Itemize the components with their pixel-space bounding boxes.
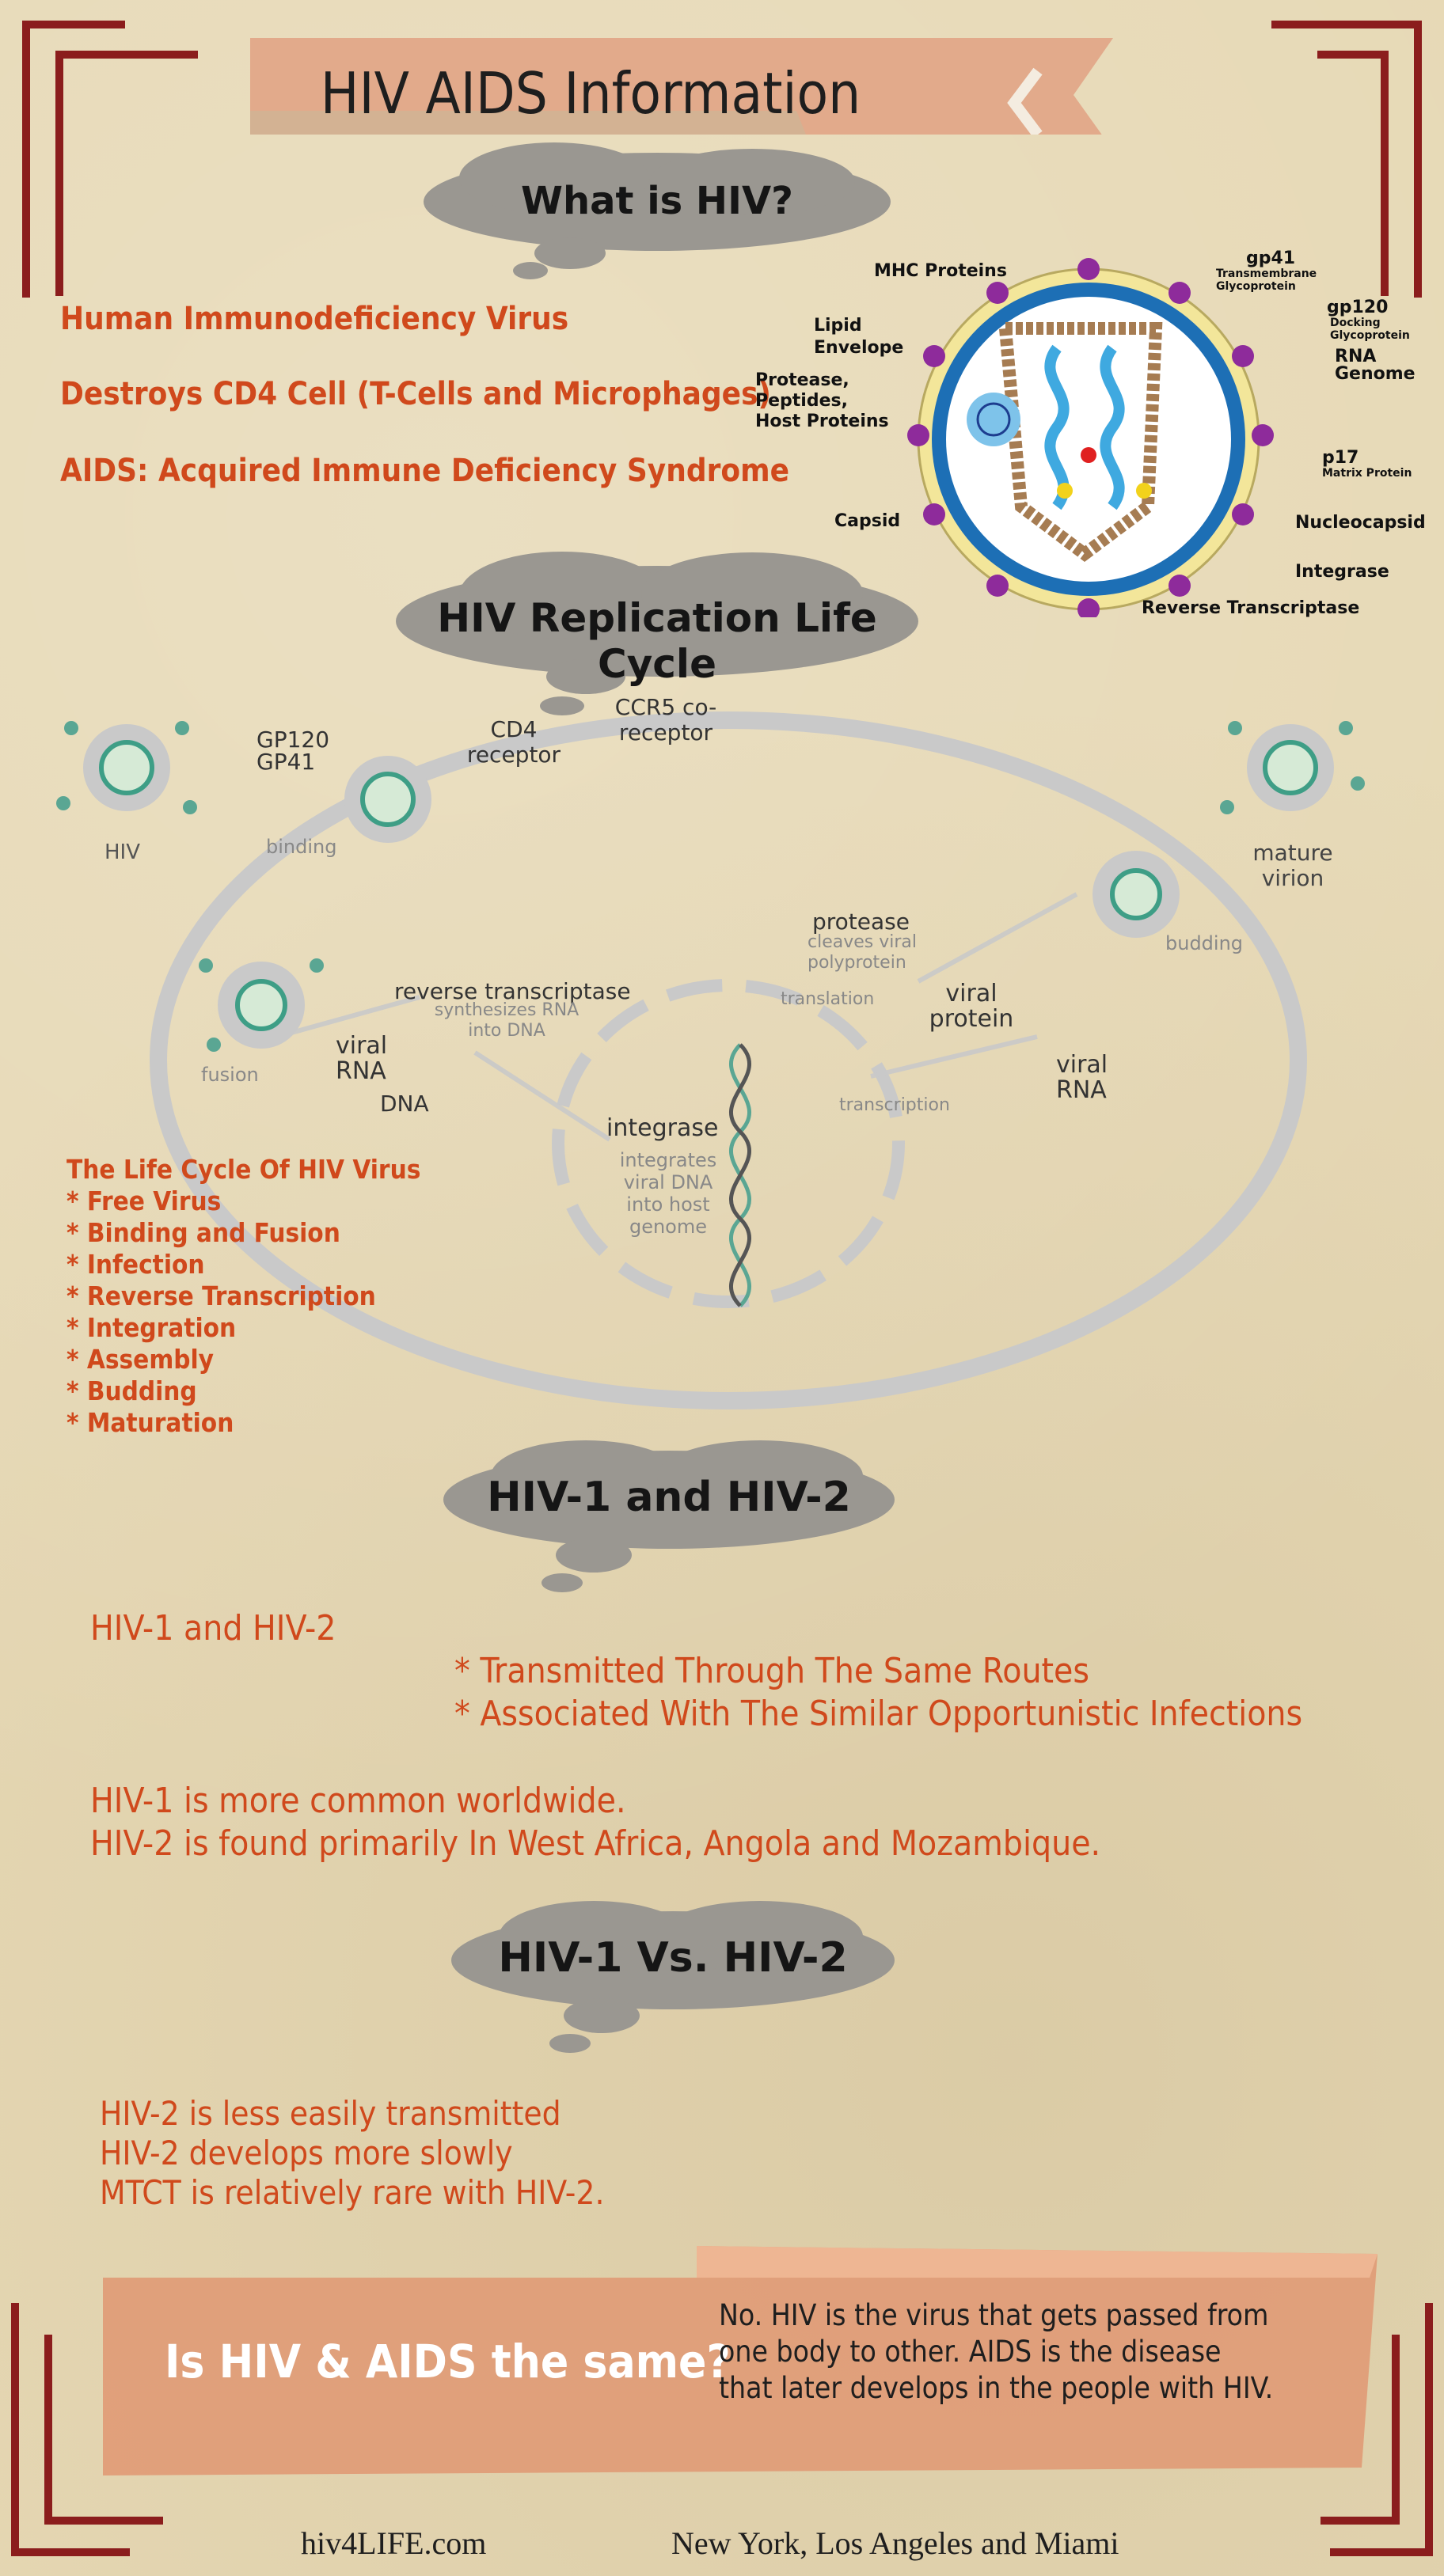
versus-line: MTCT is relatively rare with HIV-2.	[100, 2173, 605, 2212]
bottom-banner	[103, 2246, 1378, 2475]
label-integrase: Integrase	[1295, 562, 1389, 582]
question-same: Is HIV & AIDS the same?	[165, 2335, 731, 2388]
frame-corner-bottom-left-outer	[11, 2303, 130, 2556]
hiv12-point: * Transmitted Through The Same Routes	[454, 1651, 1090, 1691]
label-mhc-proteins: MHC Proteins	[874, 261, 1007, 281]
label-gp120-sub: Docking Glycoprotein	[1330, 317, 1410, 342]
label-viral-rna-right: viral RNA	[1056, 1051, 1108, 1104]
label-rna-genome: RNA Genome	[1335, 347, 1416, 384]
label-gp41-sub: Transmembrane Glycoprotein	[1216, 267, 1317, 293]
label-ccr5: CCR5 co-receptor	[614, 694, 717, 745]
cloud-replication	[396, 552, 918, 715]
title-ribbon-shape	[250, 38, 1113, 135]
cycle-title: The Life Cycle Of HIV Virus	[66, 1154, 421, 1185]
label-binding: binding	[266, 836, 337, 858]
cloud-what-is-hiv	[424, 142, 891, 279]
hiv12-fact: HIV-1 is more common worldwide.	[90, 1781, 626, 1821]
cycle-item: * Integration	[66, 1312, 237, 1343]
label-transcription: transcription	[839, 1095, 950, 1115]
heading-hiv12: HIV-1 and HIV-2	[487, 1474, 851, 1521]
answer-line: one body to other. AIDS is the disease	[719, 2335, 1222, 2369]
label-cd4-receptor: CD4 receptor	[466, 716, 561, 768]
hiv12-subtitle: HIV-1 and HIV-2	[90, 1608, 336, 1648]
label-reverse-transcriptase: Reverse Transcriptase	[1142, 598, 1360, 618]
label-protease-peptides: Protease, Peptides, Host Proteins	[755, 370, 889, 431]
replication-cycle-diagram	[56, 711, 1365, 1409]
frame-corner-top-right-inner	[1317, 51, 1389, 296]
label-integrase-cycle: integrase	[606, 1114, 719, 1142]
cycle-item: * Assembly	[66, 1344, 215, 1375]
label-protease-sub: cleaves viral polyprotein	[808, 932, 918, 973]
hiv12-fact: HIV-2 is found primarily In West Africa,…	[90, 1823, 1101, 1864]
label-rt-sub: synthesizes RNA into DNA	[434, 1000, 580, 1041]
heading-versus: HIV-1 Vs. HIV-2	[498, 1934, 848, 1982]
cloud-hiv12	[443, 1440, 895, 1592]
label-dna: DNA	[380, 1091, 429, 1117]
frame-corner-top-left-outer	[22, 21, 125, 298]
frame-corner-bottom-right-inner	[1320, 2335, 1400, 2525]
label-gp120: gp120	[1327, 298, 1389, 317]
label-p17: p17	[1322, 448, 1359, 468]
answer-line: No. HIV is the virus that gets passed fr…	[719, 2298, 1269, 2332]
cycle-item: * Free Virus	[66, 1186, 222, 1216]
hiv-virion-diagram	[907, 258, 1274, 617]
label-protease: protease	[812, 909, 910, 935]
label-lipid-envelope: Lipid Envelope	[814, 316, 904, 358]
label-p17-sub: Matrix Protein	[1322, 467, 1412, 480]
answer-line: that later develops in the people with H…	[719, 2371, 1274, 2405]
versus-line: HIV-2 is less easily transmitted	[100, 2094, 561, 2133]
title-banner: HIV AIDS Information	[242, 32, 1113, 135]
cycle-item: * Budding	[66, 1375, 197, 1406]
footer-site: hiv4LIFE.com	[301, 2525, 487, 2561]
label-gp41-cycle: GP41	[256, 749, 316, 775]
label-capsid: Capsid	[834, 511, 901, 531]
label-fusion: fusion	[201, 1064, 259, 1086]
what-line-3: AIDS: Acquired Immune Deficiency Syndrom…	[60, 453, 789, 489]
frame-corner-bottom-left-inner	[44, 2335, 163, 2525]
cycle-item: * Infection	[66, 1249, 205, 1280]
footer-locations: New York, Los Angeles and Miami	[671, 2525, 1119, 2561]
label-reverse-transcriptase-cycle: reverse transcriptase	[394, 978, 631, 1004]
label-integrase-sub: integrates viral DNA into host genome	[619, 1149, 717, 1238]
label-translation: translation	[781, 989, 875, 1009]
cloud-versus	[451, 1901, 895, 2053]
hiv12-point: * Associated With The Similar Opportunis…	[454, 1694, 1303, 1734]
label-gp120-cycle: GP120	[256, 727, 330, 753]
label-nucleocapsid: Nucleocapsid	[1295, 513, 1426, 533]
versus-line: HIV-2 develops more slowly	[100, 2134, 513, 2172]
cycle-item: * Reverse Transcription	[66, 1280, 376, 1311]
label-gp41: gp41	[1246, 248, 1296, 268]
frame-corner-top-right-outer	[1271, 21, 1422, 298]
frame-corner-bottom-right-outer	[1330, 2303, 1433, 2556]
cycle-item: * Maturation	[66, 1407, 234, 1438]
frame-corner-top-left-inner	[55, 51, 198, 296]
label-viral-protein: viral protein	[929, 980, 1014, 1033]
label-viral-rna-left: viral RNA	[336, 1032, 388, 1085]
page-title: HIV AIDS Information	[320, 60, 861, 127]
label-mature-virion: mature virion	[1252, 840, 1333, 891]
label-budding: budding	[1165, 932, 1244, 954]
heading-what-is-hiv: What is HIV?	[521, 179, 793, 223]
heading-replication: HIV Replication Life Cycle	[437, 595, 877, 687]
what-line-2: Destroys CD4 Cell (T-Cells and Microphag…	[60, 376, 771, 412]
what-line-1: Human Immunodeficiency Virus	[60, 301, 569, 337]
label-hiv: HIV	[104, 840, 141, 864]
cycle-item: * Binding and Fusion	[66, 1217, 340, 1248]
